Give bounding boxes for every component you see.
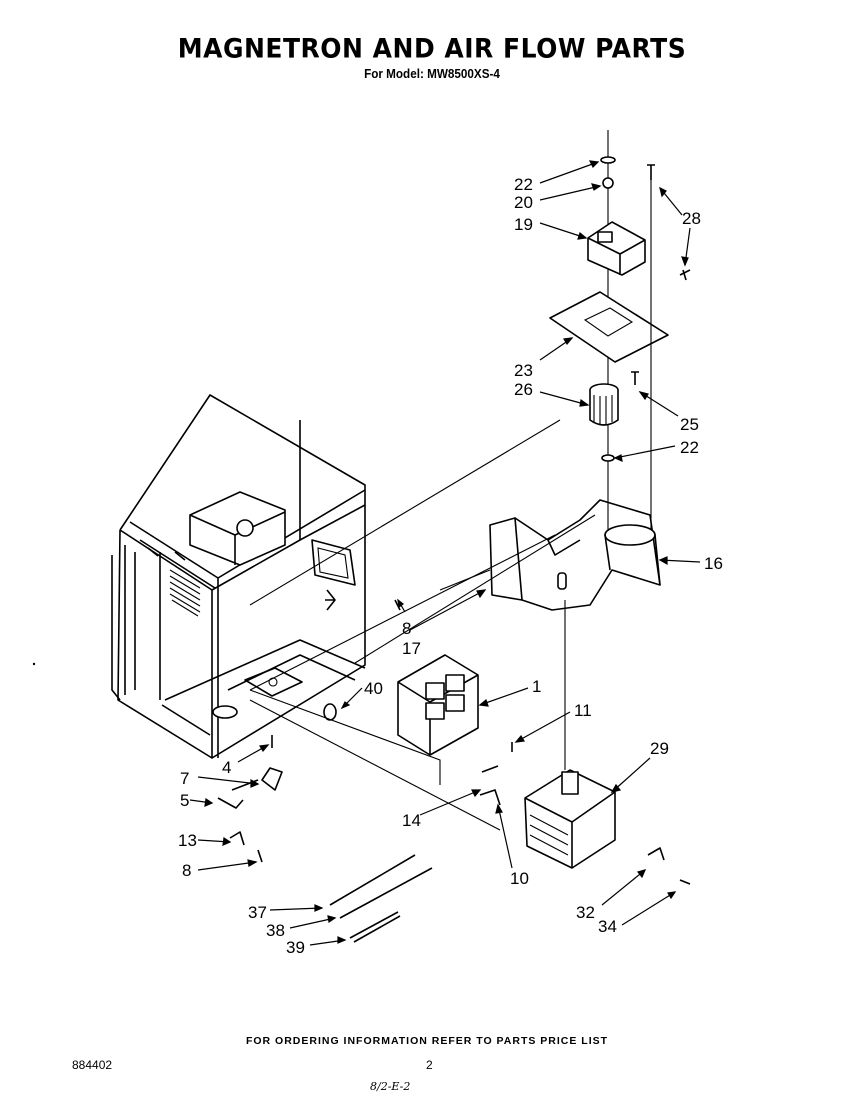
callout-37: 37 [248,903,267,922]
handwritten-note: 8/2-E-2 [370,1080,411,1093]
callout-40: 40 [364,679,383,698]
model-subtitle: For Model: MW8500XS-4 [364,66,500,81]
callout-28: 28 [682,209,701,228]
callout-1: 1 [532,677,541,696]
callout-5: 5 [180,791,189,810]
magnetron [524,769,616,869]
vent-grille [169,569,201,617]
callout-20: 20 [514,193,533,212]
callout-16: 16 [704,554,723,573]
callout-39: 39 [286,938,305,957]
ordering-note: FOR ORDERING INFORMATION REFER TO PARTS … [245,1035,609,1047]
callout-29: 29 [650,739,669,758]
small-parts [217,419,691,943]
callout-4: 4 [222,758,231,777]
callout-22-top: 22 [514,175,533,194]
page-title: MAGNETRON AND AIR FLOW PARTS [177,33,687,64]
callout-32: 32 [576,903,595,922]
callout-22-bottom: 22 [680,438,699,457]
callout-8-upper: 8 [402,619,411,638]
callout-8-lower: 8 [182,861,191,880]
cabinet-drawing [111,394,366,759]
callout-7: 7 [180,769,189,788]
fan-motor-assembly [549,130,691,540]
callout-leaders [189,160,701,946]
air-duct [489,499,661,611]
callout-38: 38 [266,921,285,940]
document-number: 884402 [72,1058,113,1072]
callout-25: 25 [680,415,699,434]
callout-14: 14 [402,811,421,830]
callout-11: 11 [574,701,592,720]
callout-labels: 22 20 19 28 23 26 25 22 16 8 17 1 40 11 … [178,175,723,957]
callout-10: 10 [510,869,529,888]
scan-speck [32,662,36,666]
page-number: 2 [426,1058,433,1072]
callout-17: 17 [402,639,421,658]
callout-34: 34 [598,917,617,936]
callout-13: 13 [178,831,197,850]
transformer [397,654,479,756]
callout-26: 26 [514,380,533,399]
callout-23: 23 [514,361,533,380]
callout-19: 19 [514,215,533,234]
